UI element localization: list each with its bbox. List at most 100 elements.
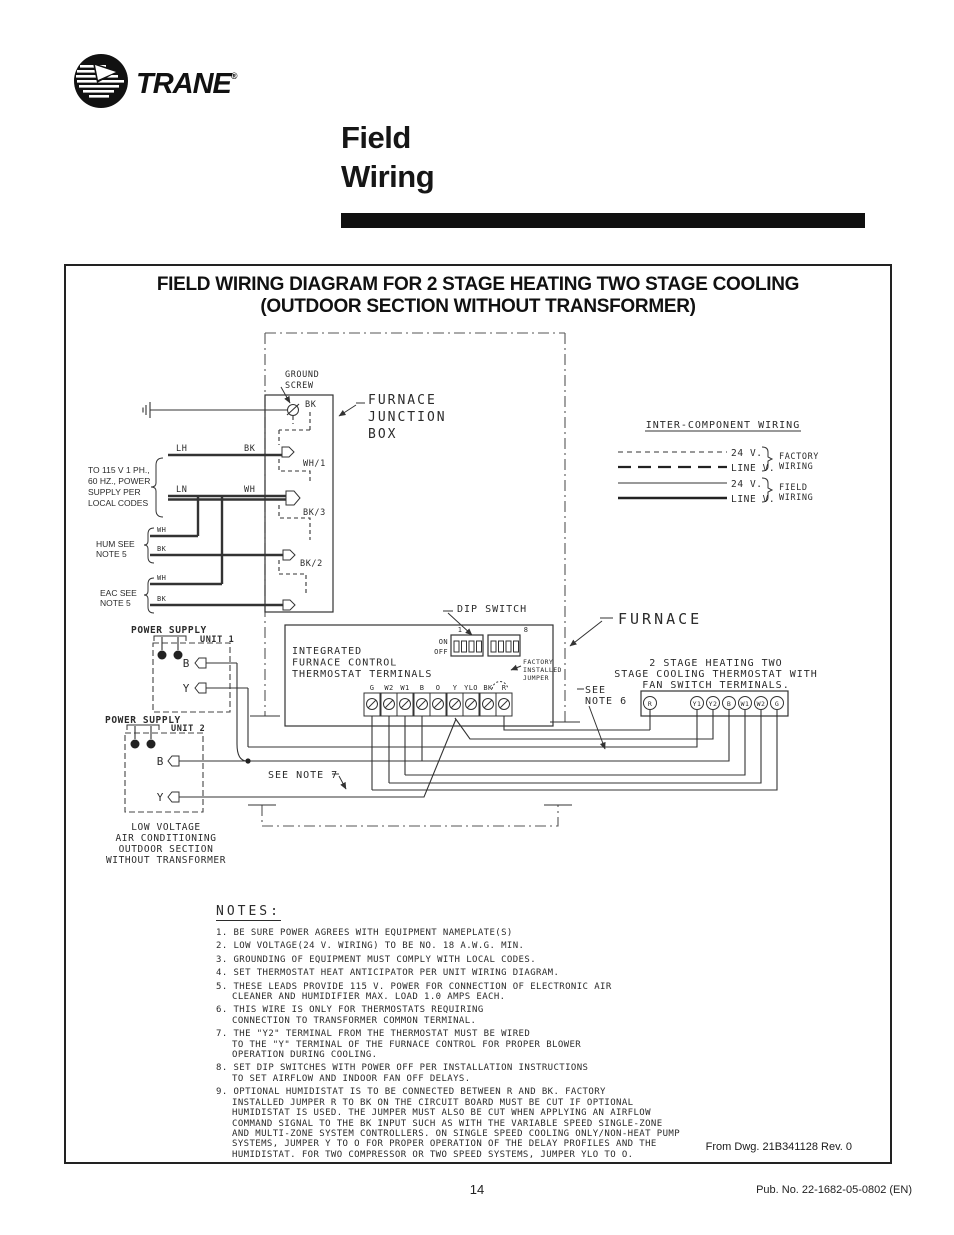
line-voltage-wires <box>150 453 286 607</box>
power-supply-unit1 <box>152 635 231 713</box>
label-ground-screw-2: SCREW <box>285 381 314 391</box>
board-terminal-b: B <box>420 684 425 692</box>
label-low-voltage-1: LOW VOLTAGE <box>131 822 201 833</box>
board-terminal-r: R <box>502 684 507 692</box>
label-jumper-2: INSTALLED <box>523 666 562 674</box>
tstat-terminal-y2: Y2 <box>709 700 718 708</box>
label-power-supply-1: POWER SUPPLY <box>131 625 207 636</box>
terminal-connector-b2 <box>167 755 180 767</box>
label-dip-1: 1 <box>458 626 463 634</box>
label-ifc-2: FURNACE CONTROL <box>292 658 397 669</box>
label-lh-bk: BK <box>244 444 256 454</box>
note-2: 2. LOW VOLTAGE(24 V. WIRING) TO BE NO. 1… <box>216 941 525 952</box>
legend-inter-component-wiring <box>618 430 801 503</box>
registered-mark: ® <box>230 71 237 81</box>
label-ifc-1: INTEGRATED <box>292 646 362 657</box>
ground-symbol <box>142 402 287 418</box>
terminal-connector-y2 <box>167 791 180 803</box>
label-u1-b: B <box>183 657 190 670</box>
wire-connector <box>285 490 301 506</box>
legend-linev-field: LINE V. <box>731 494 775 505</box>
label-supply-2: 60 HZ., POWER <box>88 476 150 486</box>
braces <box>143 457 164 614</box>
legend-linev-factory: LINE V. <box>731 463 775 474</box>
brand-name: TRANE <box>136 68 231 100</box>
label-bk2: BK/2 <box>300 559 323 569</box>
note-7: 7. THE "Y2" TERMINAL FROM THE THERMOSTAT… <box>216 1029 582 1061</box>
label-hum-wh: WH <box>157 526 166 534</box>
legend-24v-factory: 24 V. <box>731 448 763 459</box>
terminal-connector-b1 <box>194 657 207 669</box>
label-furnace-junction-box-2: JUNCTION <box>368 410 447 425</box>
note-8: 8. SET DIP SWITCHES WITH POWER OFF PER I… <box>216 1063 589 1084</box>
label-dip-8: 8 <box>524 626 529 634</box>
tstat-terminal-b: B <box>727 700 731 708</box>
page-title: Field Wiring <box>341 118 435 196</box>
label-furnace: FURNACE <box>618 610 702 628</box>
label-ln-wh: WH <box>244 485 255 495</box>
diagram-title: FIELD WIRING DIAGRAM FOR 2 STAGE HEATING… <box>75 274 881 318</box>
page-number: 14 <box>469 1182 485 1197</box>
label-supply-4: LOCAL CODES <box>88 498 148 508</box>
label-dip-off: OFF <box>434 648 448 656</box>
label-u1-y: Y <box>183 682 190 695</box>
callout-leaders <box>280 386 613 789</box>
furnace-junction-box <box>264 394 334 613</box>
label-hum-bk: BK <box>157 545 167 553</box>
label-ln: LN <box>176 485 187 495</box>
diagram-title-line1: FIELD WIRING DIAGRAM FOR 2 STAGE HEATING… <box>156 274 800 295</box>
notes-section: NOTES: 1. BE SURE POWER AGREES WITH EQUI… <box>216 902 776 1163</box>
dip-switch-levers <box>453 640 519 653</box>
note-3: 3. GROUNDING OF EQUIPMENT MUST COMPLY WI… <box>216 954 537 965</box>
page-title-line1: Field <box>341 120 411 155</box>
power-supply-unit2 <box>124 724 204 813</box>
board-terminal-y: Y <box>453 684 458 692</box>
board-terminal-strip <box>363 692 513 717</box>
note-6: 6. THIS WIRE IS ONLY FOR THERMOSTATS REQ… <box>216 1005 484 1026</box>
tstat-terminal-w2: W2 <box>757 700 766 708</box>
tstat-terminal-y1: Y1 <box>693 700 702 708</box>
trane-logo <box>73 53 129 109</box>
notes-heading: NOTES: <box>216 904 281 921</box>
label-furnace-junction-box-3: BOX <box>368 427 397 442</box>
label-low-voltage-4: WITHOUT TRANSFORMER <box>106 855 226 866</box>
tstat-terminal-w1: W1 <box>741 700 750 708</box>
label-ground-screw-1: GROUND <box>285 370 319 380</box>
label-ifc-3: THERMOSTAT TERMINALS <box>292 669 432 680</box>
title-rule-bar <box>341 213 865 228</box>
legend-title: INTER-COMPONENT WIRING <box>646 420 800 431</box>
wire-connector <box>282 549 296 561</box>
legend-factory-1: FACTORY <box>779 452 819 462</box>
label-see-note6-1: SEE <box>585 685 606 696</box>
legend-24v-field: 24 V. <box>731 479 763 490</box>
note-5: 5. THESE LEADS PROVIDE 115 V. POWER FOR … <box>216 981 612 1003</box>
field-wiring-diagram: GROUND SCREW FURNACE JUNCTION BOX BK LH … <box>88 332 819 866</box>
wire-junction-dot <box>245 758 251 764</box>
label-supply-1: TO 115 V 1 PH., <box>88 465 150 475</box>
board-terminal-ylo: YLO <box>464 684 478 692</box>
board-terminal-w1: W1 <box>400 684 409 692</box>
dip-switch-block-2 <box>487 634 521 657</box>
label-power-supply-2: POWER SUPPLY <box>105 715 181 726</box>
label-jumper-3: JUMPER <box>523 674 549 682</box>
note-9: 9. OPTIONAL HUMIDISTAT IS TO BE CONNECTE… <box>216 1087 681 1160</box>
trane-globe-icon <box>74 54 128 108</box>
label-thermostat-1: 2 STAGE HEATING TWO <box>649 658 782 669</box>
label-unit-2: UNIT 2 <box>171 724 205 734</box>
legend-field-2: WIRING <box>779 493 813 503</box>
diagram-border <box>64 264 892 1164</box>
label-u2-b: B <box>157 755 164 768</box>
label-supply-3: SUPPLY PER <box>88 487 141 497</box>
legend-factory-2: WIRING <box>779 462 813 472</box>
label-lh: LH <box>176 444 187 454</box>
board-terminal-g: G <box>370 684 375 692</box>
board-terminal-bk: BK <box>483 684 493 692</box>
label-dip-on: ON <box>439 638 448 646</box>
board-terminal-w2: W2 <box>384 684 393 692</box>
wire-connector <box>281 446 295 458</box>
terminal-connector-y1 <box>194 682 207 694</box>
diagram-title-line2: (OUTDOOR SECTION WITHOUT TRANSFORMER) <box>260 296 696 317</box>
label-hum-2: NOTE 5 <box>96 549 127 559</box>
low-voltage-wires <box>179 662 778 798</box>
